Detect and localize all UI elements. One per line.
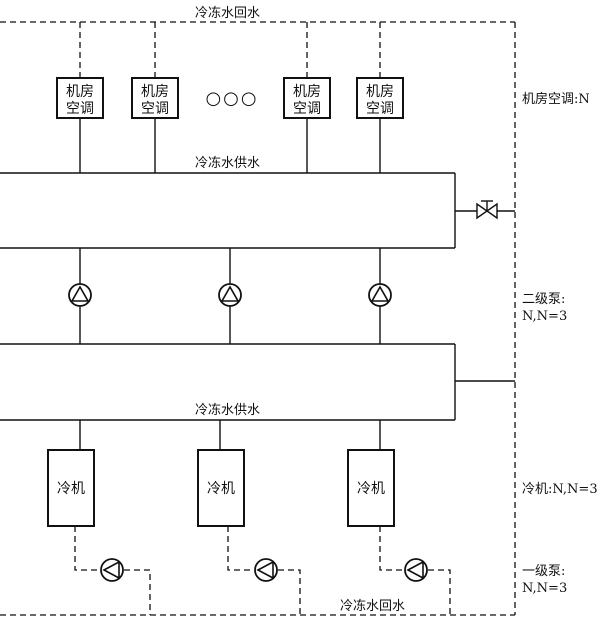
primary-pump-label-line2: N,N=3 [522, 581, 567, 596]
ac-unit-label-line1: 机房 [141, 84, 169, 100]
return-label-bottom: 冷冻水回水 [340, 598, 405, 614]
secondary-pump-lines [79, 248, 381, 344]
primary-pump-icon [100, 558, 124, 582]
ac-unit-label-line2: 空调 [366, 101, 394, 117]
ac-unit: 机房 空调 [56, 77, 104, 119]
primary-pump-icon [404, 558, 428, 582]
ac-unit-label-line1: 机房 [366, 84, 394, 100]
chiller-count-label: 冷机:N,N=3 [522, 482, 598, 497]
ellipsis-mark: ○○○ [205, 88, 258, 109]
supply-label-upper: 冷冻水供水 [195, 155, 260, 171]
ac-unit: 机房 空调 [356, 77, 404, 119]
ac-unit-label-line2: 空调 [141, 101, 169, 117]
chiller-supply-lines [79, 420, 381, 450]
chiller-unit: 冷机 [197, 449, 245, 527]
ac-unit-label-line1: 机房 [293, 84, 321, 100]
ac-supply-lines [79, 118, 381, 173]
secondary-pump-label-line1: 二级泵: [522, 292, 565, 307]
ac-unit: 机房 空调 [131, 77, 179, 119]
primary-pump-pipes [74, 526, 451, 615]
ac-unit-label-line1: 机房 [66, 84, 94, 100]
chiller-label: 冷机 [357, 481, 385, 497]
primary-pump-icon [254, 558, 278, 582]
ac-unit-label-line2: 空调 [66, 101, 94, 117]
secondary-pump-icon [68, 283, 92, 307]
bypass-valve-icon [476, 200, 498, 220]
chiller-label: 冷机 [207, 481, 235, 497]
lower-supply-header [0, 343, 515, 421]
secondary-pump-icon [368, 283, 392, 307]
secondary-pump-icon [218, 283, 242, 307]
ac-unit-label-line2: 空调 [293, 101, 321, 117]
chiller-unit: 冷机 [347, 449, 395, 527]
upper-supply-header [0, 172, 456, 249]
chiller-label: 冷机 [57, 481, 85, 497]
ac-unit: 机房 空调 [283, 77, 331, 119]
top-return-pipe [0, 21, 516, 615]
ac-count-label: 机房空调:N [522, 91, 590, 107]
primary-pump-label-line1: 一级泵: [522, 564, 565, 579]
secondary-pump-label-line2: N,N=3 [522, 309, 567, 324]
chiller-unit: 冷机 [47, 449, 95, 527]
supply-label-lower: 冷冻水供水 [195, 402, 260, 418]
return-label-top: 冷冻水回水 [195, 5, 260, 21]
